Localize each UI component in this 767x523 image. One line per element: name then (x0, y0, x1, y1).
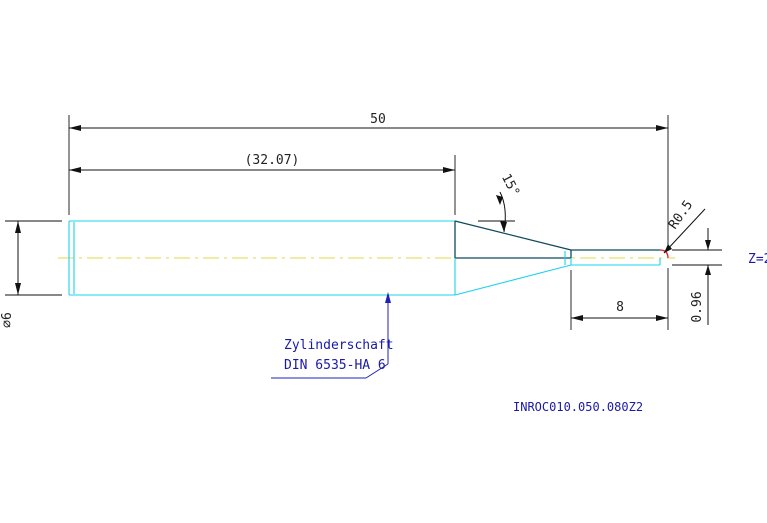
shank-note-leader (271, 292, 391, 379)
part-code: INROC010.050.080Z2 (513, 400, 643, 414)
shank-diameter-label: ⌀6 (0, 312, 15, 328)
tip-radius-label: R0.5 (666, 198, 696, 232)
taper-angle-dimension: 15° (478, 171, 522, 233)
shank-length-label: (32.07) (245, 153, 300, 168)
neck-length-dimension: 8 (570, 268, 669, 330)
neck-diameter-label: 0.96 (690, 291, 705, 322)
tool-shank (68, 220, 455, 296)
shank-length-dimension: (32.07) (69, 153, 456, 215)
shank-diameter-dimension: ⌀6 (0, 220, 62, 328)
tip-radius-dimension: R0.5 (663, 198, 706, 254)
shank-note-line2: DIN 6535-HA 6 (284, 358, 386, 373)
tool-taper-and-neck (454, 220, 661, 296)
shank-note-line1: Zylinderschaft (284, 338, 394, 353)
neck-length-label: 8 (616, 300, 624, 315)
flute-count-label: Z=2 (748, 252, 767, 267)
overall-length-dimension: 50 (68, 112, 669, 248)
overall-length-label: 50 (370, 112, 386, 127)
neck-diameter-dimension: 0.96 (672, 228, 722, 325)
